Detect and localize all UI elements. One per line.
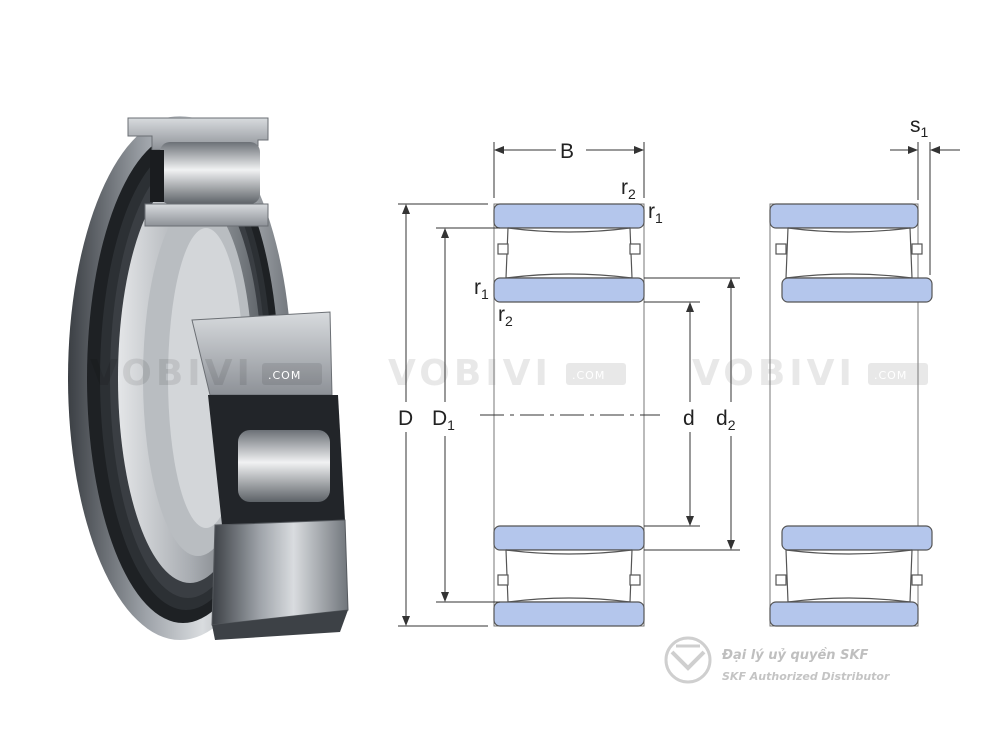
label-d2: d2 (716, 407, 736, 433)
label-r2-top: r2 (621, 176, 636, 202)
label-r1-left: r1 (474, 276, 489, 302)
label-s1: s1 (910, 114, 929, 140)
inner-ring-top (781, 277, 933, 303)
distributor-english: SKF Authorized Distributor (722, 670, 890, 683)
watermark-suffix: .COM (874, 369, 907, 382)
outer-ring-bottom (493, 601, 645, 627)
dimension-lines (398, 142, 960, 627)
outer-ring-bottom (769, 601, 919, 627)
dimension-labels: B r2 r1 r1 r2 D D1 d d2 s1 (398, 114, 929, 433)
distributor-vietnamese: Đại lý uỷ quyền SKF (721, 648, 869, 663)
watermark-right: VOBIVI .COM (692, 353, 928, 394)
roller-bottom (505, 549, 633, 603)
outer-ring-top (769, 203, 919, 229)
cage-top-left (497, 243, 509, 255)
label-r1-top: r1 (648, 200, 663, 226)
bearing-photo (68, 116, 349, 640)
label-b: B (560, 140, 574, 163)
label-d1: D1 (432, 407, 455, 433)
outer-ring-top (493, 203, 645, 229)
section-view (480, 203, 660, 627)
watermark-brand: VOBIVI (692, 353, 856, 394)
watermark-center: VOBIVI .COM (388, 353, 626, 394)
side-view (769, 203, 933, 627)
watermark-suffix: .COM (268, 369, 301, 382)
roller-bottom (785, 549, 913, 603)
label-d-outer: D (398, 407, 413, 430)
label-d-bore: d (683, 407, 695, 430)
distributor-logo-icon (664, 636, 712, 684)
watermark-brand: VOBIVI (388, 353, 552, 394)
watermark-brand: VOBIVI (90, 353, 254, 394)
distributor-mark: Đại lý uỷ quyền SKF SKF Authorized Distr… (664, 636, 890, 684)
watermark-suffix: .COM (572, 369, 605, 382)
roller-top (785, 227, 913, 279)
inner-ring-top (493, 277, 645, 303)
label-r2-left: r2 (498, 303, 513, 329)
cage-bottom-left (497, 574, 509, 586)
inner-ring-bottom (781, 525, 933, 551)
cage-bottom-right (629, 574, 641, 586)
watermark-left: VOBIVI .COM (90, 353, 322, 394)
roller-top (505, 227, 633, 279)
cage-top-right (629, 243, 641, 255)
inner-ring-bottom (493, 525, 645, 551)
